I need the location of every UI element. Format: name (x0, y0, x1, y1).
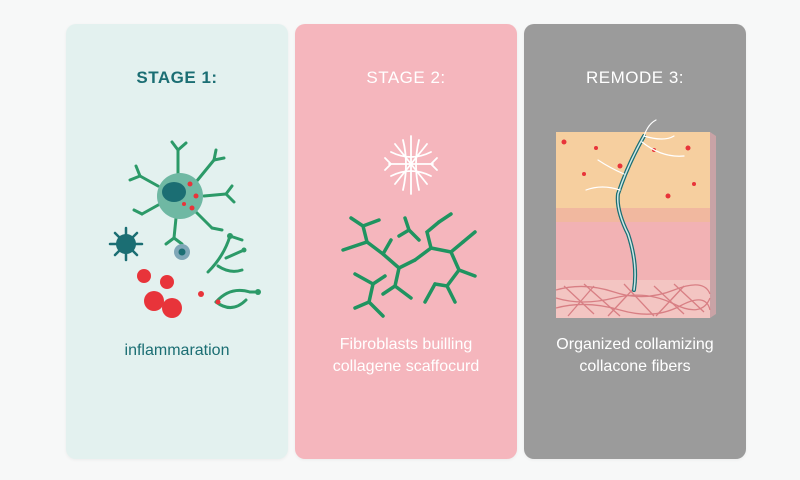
stage-1-title: STAGE 1: (136, 68, 218, 87)
inflammation-illustration (108, 140, 261, 318)
immune-cell-nucleus (162, 182, 186, 202)
stage-3-caption: Organized collamizing collacone fibers (556, 336, 714, 375)
stage-2-title: STAGE 2: (366, 68, 446, 87)
immune-cell-icon (128, 140, 236, 246)
epidermis-layer (556, 132, 710, 208)
stage-1-caption: inflammaration (124, 342, 230, 359)
fibroblast-illustration (341, 135, 477, 318)
fibroblast-icon (384, 135, 438, 195)
stage-2-panel: STAGE 2: (295, 24, 517, 459)
stage-3-panel: REMODE 3: (524, 24, 746, 459)
skin-block-side (710, 132, 716, 318)
stage-3-title: REMODE 3: (585, 68, 685, 87)
dendritic-cell-icon (206, 234, 260, 309)
stage-2-caption: Fibroblasts builling collagene scaffocur… (332, 336, 480, 375)
basal-layer (556, 208, 710, 222)
skin-remodeling-illustration (555, 119, 716, 318)
collagen-fibers-icon (555, 283, 711, 317)
stage-1-panel: STAGE 1: (66, 24, 288, 459)
red-blood-cells-icon (137, 269, 204, 318)
cell-dots-icon (561, 139, 696, 199)
collagen-scaffold-icon (341, 212, 477, 318)
